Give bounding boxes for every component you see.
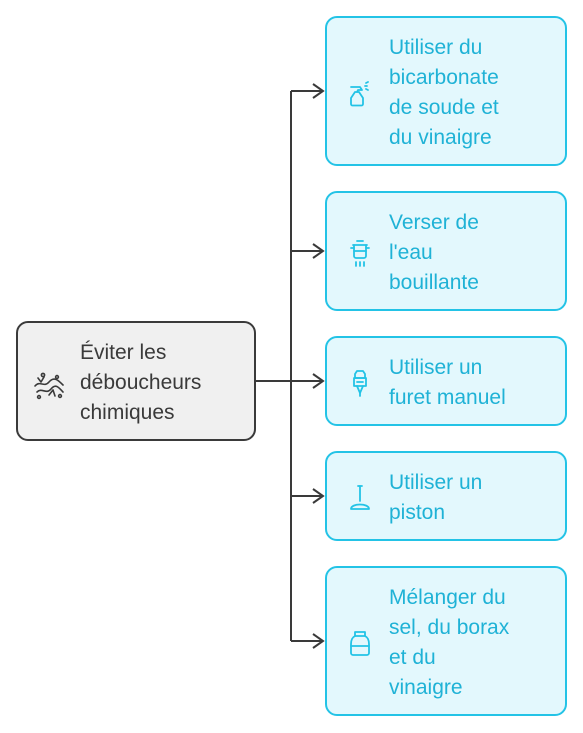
jar-icon [350, 631, 370, 656]
arrowhead-5 [312, 633, 325, 649]
root-label-line: Éviter les [80, 341, 167, 364]
option-label: Utiliser un furet manuel [389, 353, 555, 413]
option-node-boiling-water: Verser de l'eau bouillante [325, 191, 567, 311]
root-label-line: déboucheurs [80, 371, 202, 394]
option-label-line: Utiliser du [389, 36, 483, 59]
clog-icon [34, 372, 64, 400]
option-node-plunger: Utiliser un piston [325, 451, 567, 541]
option-label-line: et du [389, 646, 436, 669]
option-label-line: Utiliser un [389, 471, 483, 494]
option-label-line: vinaigre [389, 676, 463, 699]
option-label: Mélanger du sel, du borax et du vinaigre [389, 583, 555, 703]
arrowhead-1 [312, 83, 325, 99]
option-label-line: bicarbonate [389, 66, 499, 89]
root-label: Éviter les déboucheurs chimiques [80, 338, 246, 428]
option-label-line: de soude et [389, 96, 499, 119]
option-label-line: l'eau [389, 241, 433, 264]
option-label-line: sel, du borax [389, 616, 510, 639]
option-label-line: piston [389, 501, 446, 524]
option-label: Utiliser du bicarbonate de soude et du v… [389, 33, 555, 153]
option-label: Verser de l'eau bouillante [389, 208, 555, 298]
option-label: Utiliser un piston [389, 468, 555, 528]
option-node-drain-snake: Utiliser un furet manuel [325, 336, 567, 426]
boiling-pot-icon [350, 240, 370, 267]
arrowhead-3 [312, 373, 325, 389]
drain-snake-icon [353, 370, 367, 397]
arrowhead-4 [312, 488, 325, 504]
option-label-line: Mélanger du [389, 586, 506, 609]
option-label-line: bouillante [389, 271, 479, 294]
option-node-salt-borax: Mélanger du sel, du borax et du vinaigre [325, 566, 567, 716]
option-label-line: furet manuel [389, 386, 506, 409]
option-label-line: Utiliser un [389, 356, 483, 379]
arrowhead-2 [312, 243, 325, 259]
option-label-line: Verser de [389, 211, 479, 234]
option-label-line: du vinaigre [389, 126, 492, 149]
root-node: Éviter les déboucheurs chimiques [16, 321, 256, 441]
option-node-baking-soda: Utiliser du bicarbonate de soude et du v… [325, 16, 567, 166]
plunger-icon [350, 485, 370, 510]
spray-bottle-icon [350, 81, 369, 107]
root-label-line: chimiques [80, 401, 175, 424]
